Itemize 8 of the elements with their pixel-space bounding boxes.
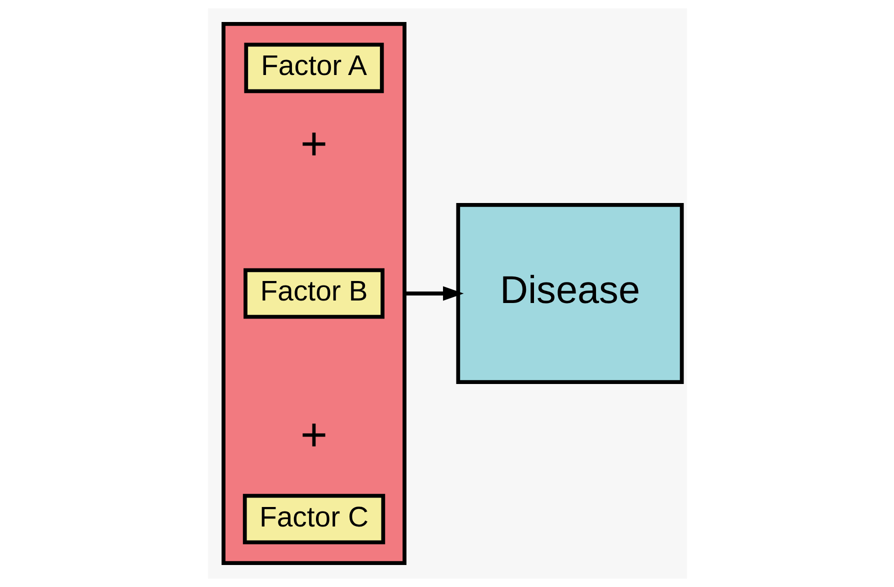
node-box: Factor C — [242, 494, 385, 544]
cluster — [221, 22, 406, 565]
arrow — [404, 286, 464, 301]
node-box: Disease — [456, 203, 684, 384]
label: + — [300, 408, 328, 460]
node-box: Factor A — [244, 42, 384, 94]
node-box: Factor B — [243, 268, 384, 319]
label: + — [300, 117, 328, 170]
